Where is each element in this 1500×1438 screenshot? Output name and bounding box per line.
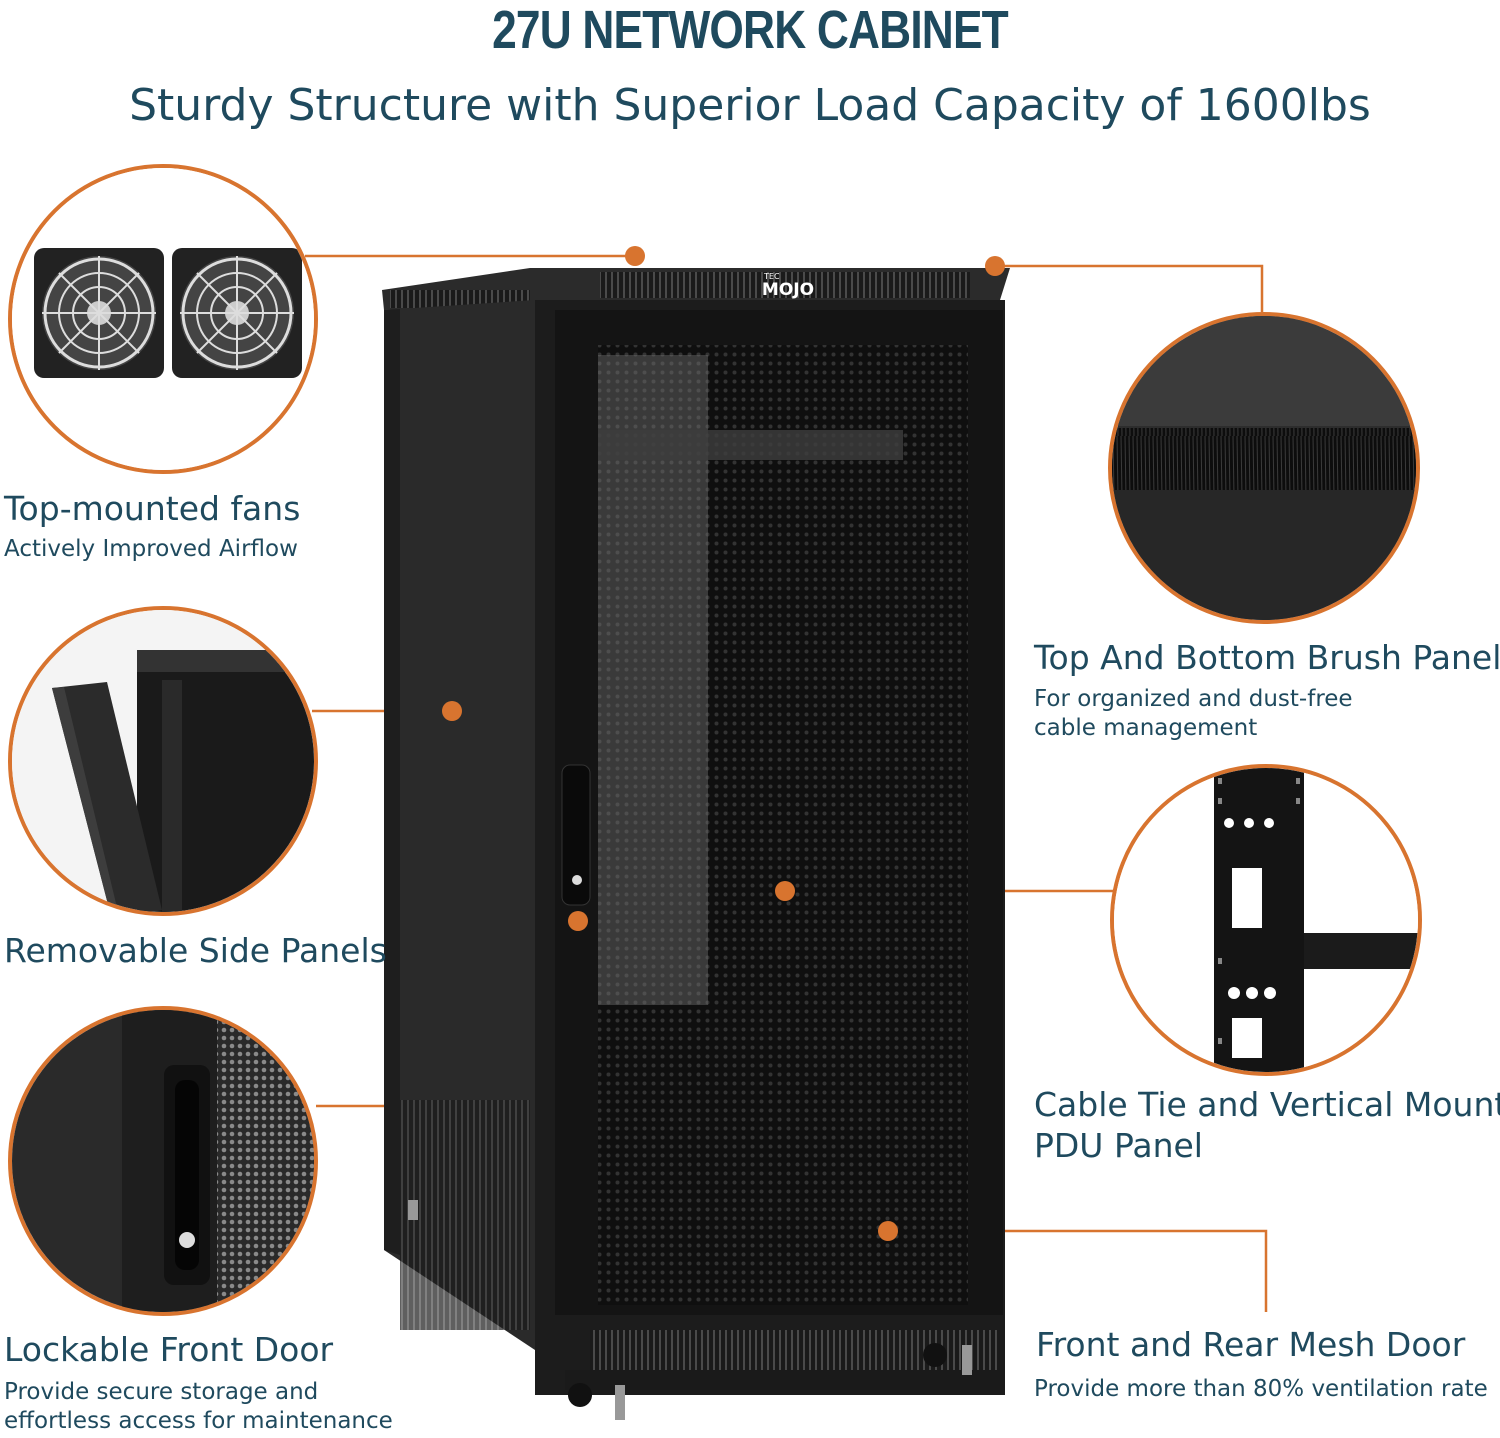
brand-logo-small: TEC [764,272,780,281]
pdu-panel-title-2: PDU Panel [1034,1126,1203,1165]
page-subtitle: Sturdy Structure with Superior Load Capa… [129,80,1371,131]
pdu-panel-detail-image [1110,764,1422,1076]
front-door-detail-image [8,1006,318,1316]
fans-title: Top-mounted fans [4,489,301,528]
brand-logo: TEC MOJO [758,272,818,299]
callout-dot-mesh-door [878,1221,898,1241]
network-cabinet-image [382,268,1010,1420]
brush-panel-subtitle-1: For organized and dust-free [1034,686,1353,712]
brand-logo-main: MOJO [761,280,815,300]
pdu-panel-title-1: Cable Tie and Vertical Mount [1034,1085,1500,1124]
side-panel-detail-image [8,606,318,916]
callout-dot-front-door [568,911,588,931]
callout-dot-fans [625,246,645,266]
front-door-subtitle-1: Provide secure storage and [4,1379,319,1405]
side-panels-title: Removable Side Panels [4,931,387,970]
brush-panel-subtitle-2: cable management [1034,715,1258,741]
callout-dot-side-panel [442,701,462,721]
callout-dot-pdu [775,881,795,901]
mesh-door-title: Front and Rear Mesh Door [1036,1325,1466,1364]
fans-detail-image [8,164,318,474]
page-title: 27U NETWORK CABINET [492,0,1009,60]
callout-dot-brush [985,256,1005,276]
front-door-title: Lockable Front Door [4,1330,334,1369]
brush-panel-title: Top And Bottom Brush Panel [1034,638,1500,677]
mesh-door-subtitle: Provide more than 80% ventilation rate [1034,1376,1488,1402]
brush-panel-detail-image [1108,312,1420,624]
front-door-subtitle-2: effortless access for maintenance [4,1408,393,1434]
fans-subtitle: Actively Improved Airflow [4,536,298,562]
